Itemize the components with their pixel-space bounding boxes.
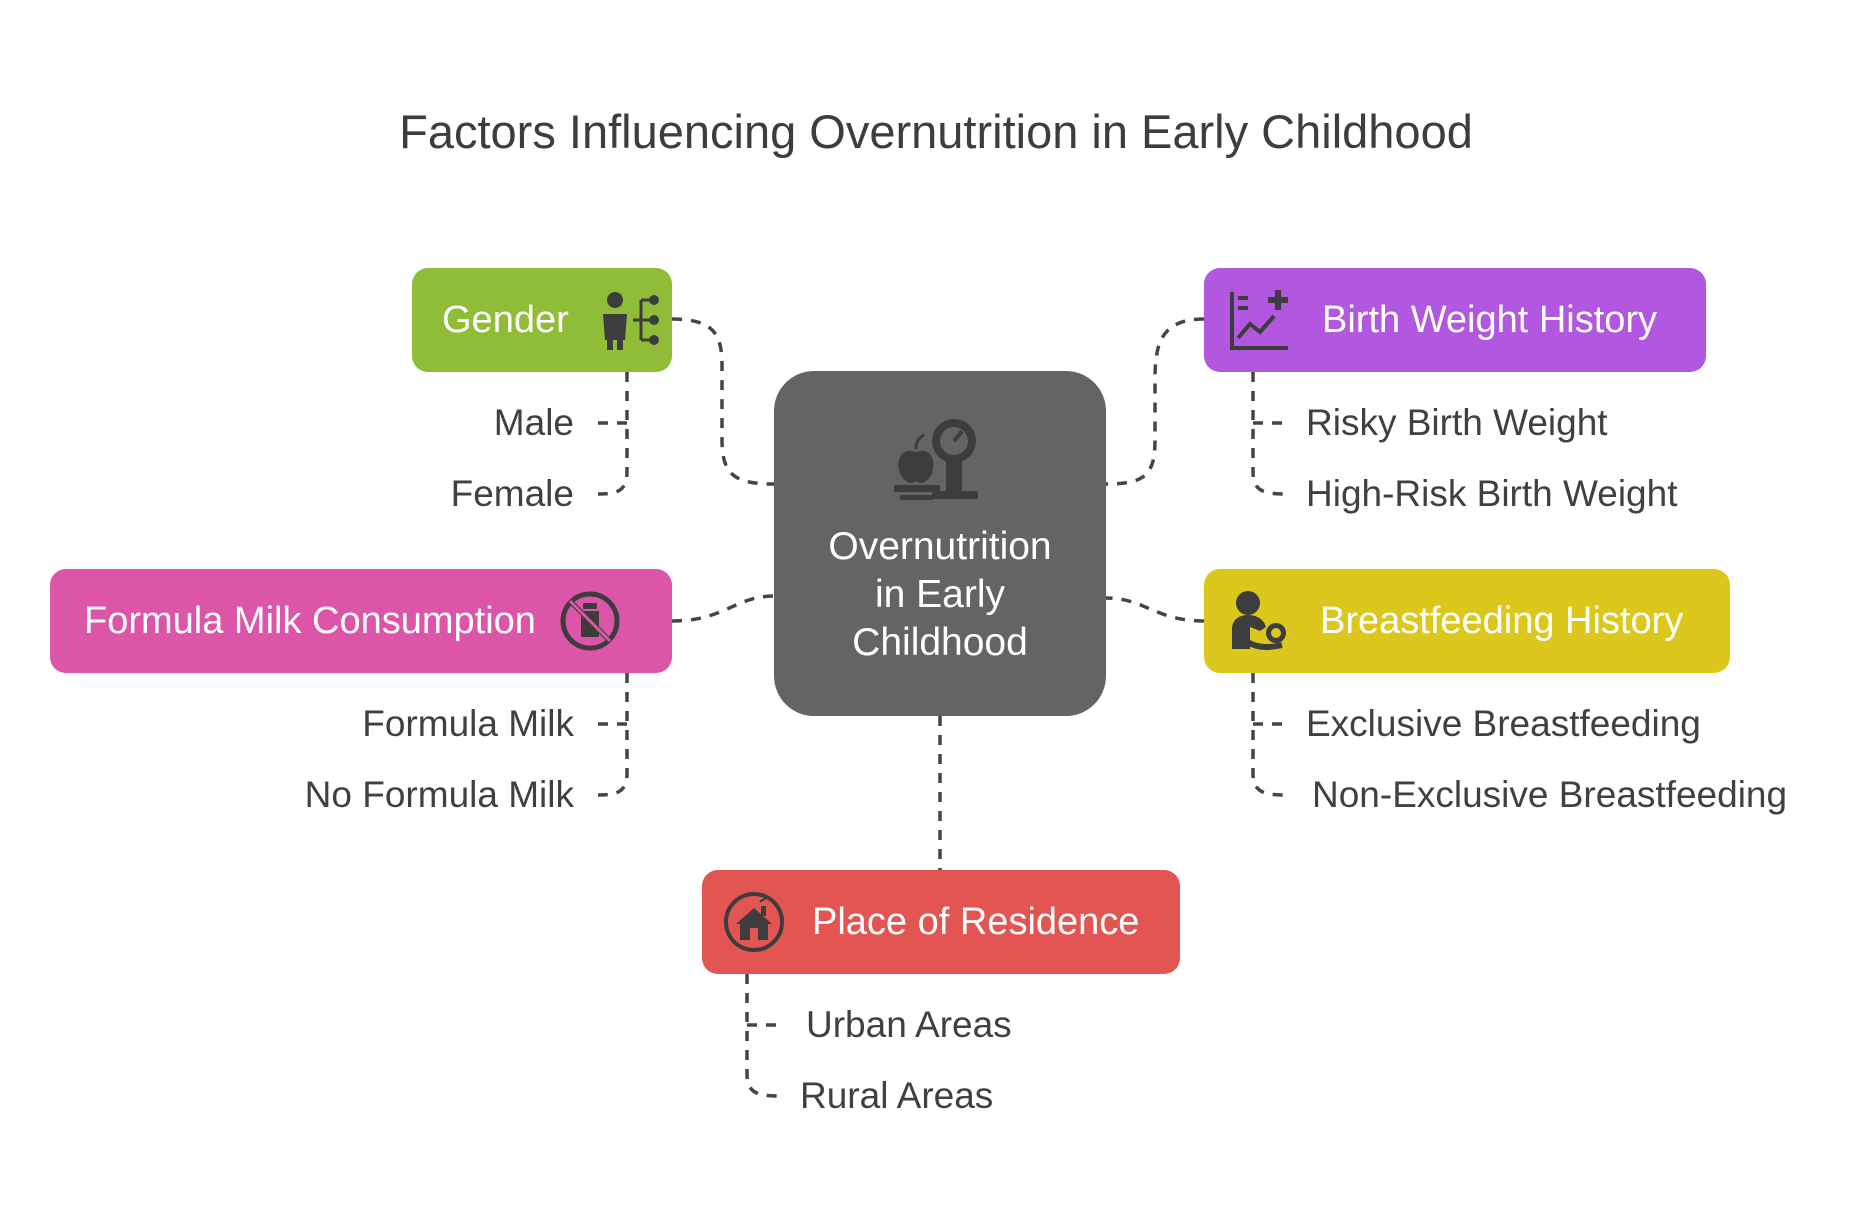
node-birth-weight: Birth Weight History <box>1204 268 1706 372</box>
node-breastfeeding-label: Breastfeeding History <box>1320 599 1684 642</box>
no-bottle-icon <box>560 591 620 651</box>
gender-item-male: Male <box>493 402 574 443</box>
connector-birth-weight-items <box>1251 372 1291 496</box>
node-residence-label: Place of Residence <box>812 900 1140 943</box>
chart-plus-icon <box>1230 290 1288 350</box>
diagram-title: Factors Influencing Overnutrition in Ear… <box>399 105 1473 158</box>
house-icon <box>724 892 784 952</box>
node-gender-label: Gender <box>442 298 569 341</box>
connector-breastfeeding <box>1105 596 1205 623</box>
formula-item-formula-milk: Formula Milk <box>362 703 574 744</box>
connector-breastfeeding-items <box>1251 673 1291 797</box>
connector-gender <box>671 317 775 486</box>
birth-weight-item-high-risk: High-Risk Birth Weight <box>1306 473 1678 514</box>
center-label: Overnutrition in Early Childhood <box>828 525 1052 664</box>
node-residence: Place of Residence <box>702 870 1180 974</box>
connector-birth-weight <box>1105 317 1205 486</box>
node-breastfeeding: Breastfeeding History <box>1204 569 1730 673</box>
node-formula-milk: Formula Milk Consumption <box>50 569 672 673</box>
center-node: Overnutrition in Early Childhood <box>774 371 1106 716</box>
residence-item-rural: Rural Areas <box>800 1075 994 1116</box>
birth-weight-item-risky: Risky Birth Weight <box>1306 402 1608 443</box>
connector-formula-items <box>597 673 629 797</box>
residence-item-urban: Urban Areas <box>806 1004 1012 1045</box>
connector-residence-items <box>745 974 785 1098</box>
gender-item-female: Female <box>450 473 574 514</box>
node-birth-weight-label: Birth Weight History <box>1322 298 1658 341</box>
formula-item-no-formula-milk: No Formula Milk <box>304 774 574 815</box>
node-gender: Gender <box>412 268 672 372</box>
breastfeeding-item-non-exclusive: Non-Exclusive Breastfeeding <box>1312 774 1788 815</box>
node-formula-milk-label: Formula Milk Consumption <box>84 599 536 642</box>
breastfeeding-item-exclusive: Exclusive Breastfeeding <box>1306 703 1701 744</box>
gender-icon <box>602 292 659 350</box>
breastfeeding-icon <box>1232 591 1286 650</box>
connector-gender-items <box>597 372 629 496</box>
scale-apple-icon <box>894 419 978 500</box>
connector-formula <box>671 594 775 623</box>
